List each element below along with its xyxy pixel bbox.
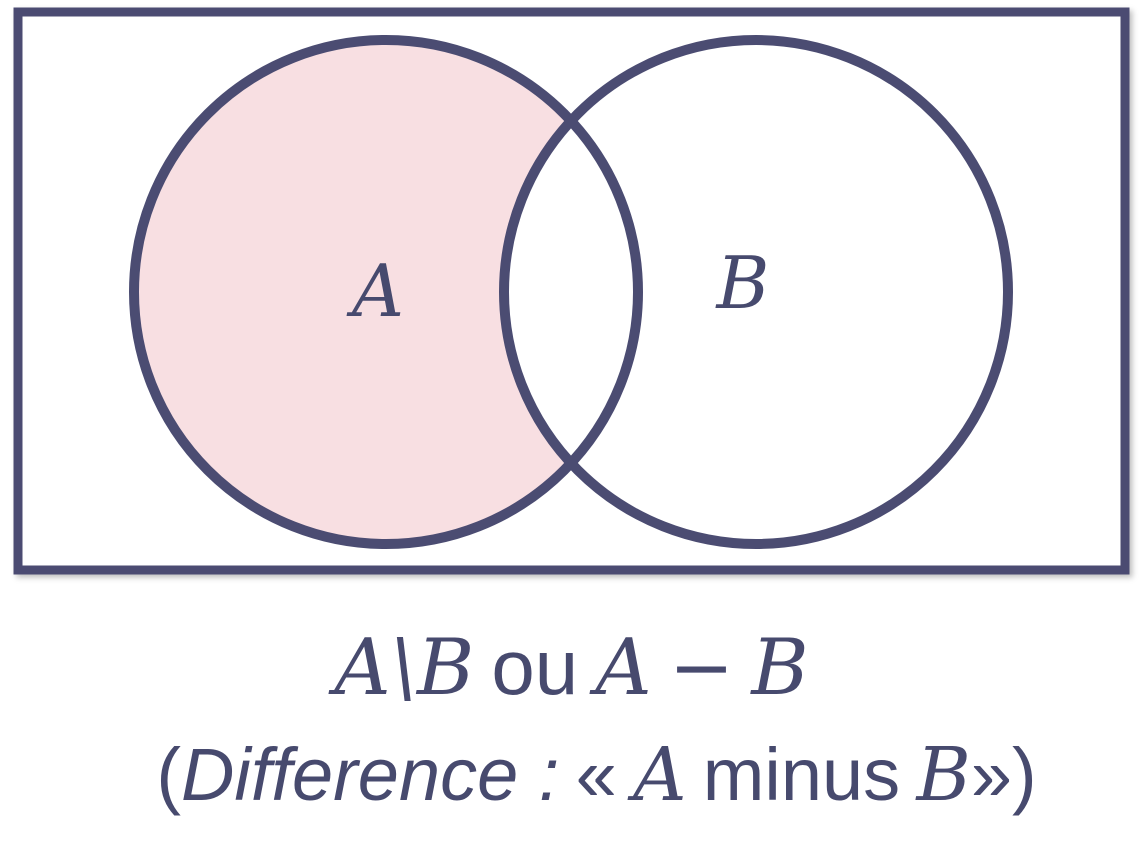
quote-close-paren: »): [970, 733, 1037, 816]
difference-term: Difference :: [180, 733, 560, 816]
formula-a: A: [334, 623, 391, 713]
formula-a-second: A: [595, 623, 652, 713]
open-paren: (: [156, 733, 181, 816]
setminus-symbol: \: [390, 623, 417, 713]
venn-diagram: A B: [13, 7, 1130, 575]
set-a-difference-region: [134, 40, 638, 544]
set-a-label: A: [346, 249, 404, 333]
quote-open: «: [575, 733, 617, 816]
minus-word: minus: [702, 733, 901, 816]
set-b-circle: [499, 35, 1013, 549]
formula-b-second: B: [751, 623, 809, 713]
description-b: B: [916, 732, 971, 818]
formula-or-word: ou: [491, 623, 579, 711]
description-a: A: [633, 732, 687, 818]
formula-b: B: [416, 623, 475, 713]
set-b-label: B: [715, 241, 770, 325]
set-a-circle: [129, 35, 643, 549]
minus-symbol: −: [668, 623, 735, 713]
